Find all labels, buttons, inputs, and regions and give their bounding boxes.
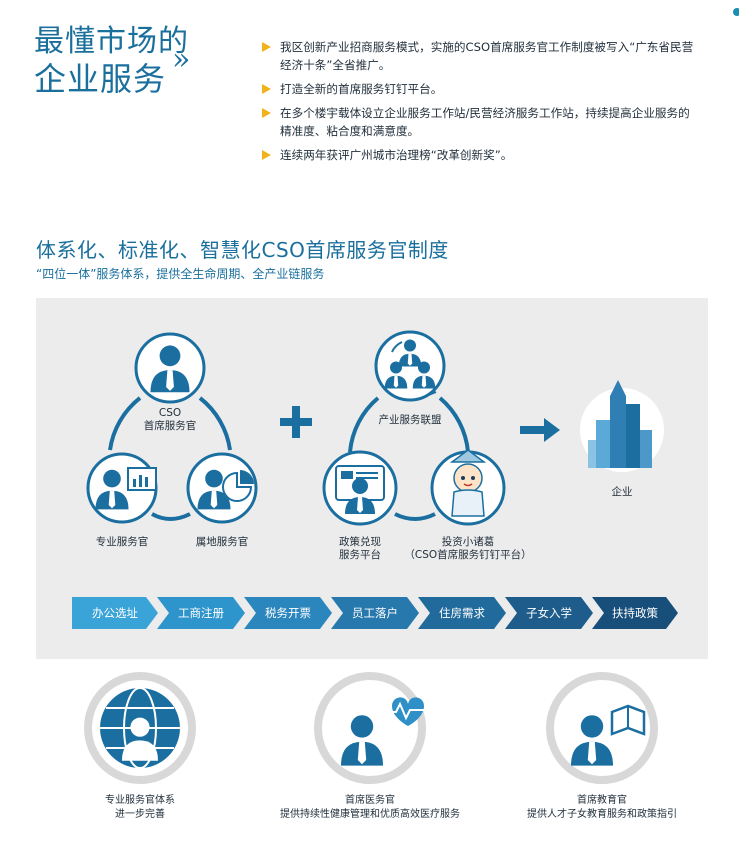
step-support-policy: 扶持政策 xyxy=(592,597,678,629)
mascot-zhuge-icon xyxy=(430,449,506,526)
triangle-bullet-icon xyxy=(262,108,271,118)
bullet-text: 打造全新的首席服务钉钉平台。 xyxy=(280,82,443,96)
enterprise-buildings-icon xyxy=(580,380,664,472)
enterprise-label: 企业 xyxy=(611,486,633,498)
bullet-item: 我区创新产业招商服务模式，实施的CSO首席服务官工作制度被写入“广东省民营经济十… xyxy=(262,38,694,74)
step-housing: 住房需求 xyxy=(418,597,506,629)
alliance-label: 产业服务联盟 xyxy=(378,414,442,426)
alliance-group-icon xyxy=(374,330,446,402)
caption-chief-education: 首席教育官 提供人才子女教育服务和政策指引 xyxy=(527,795,677,820)
section-title: 体系化、标准化、智慧化CSO首席服务官制度 xyxy=(36,238,449,262)
step-employee-settlement: 员工落户 xyxy=(331,597,419,629)
hero-title-line1: 最懂市场的 xyxy=(34,24,189,59)
connector-arc xyxy=(151,512,191,521)
chevron-icon: » xyxy=(172,42,191,77)
right-arrow-icon xyxy=(520,426,546,434)
step-office-location: 办公选址 xyxy=(72,597,158,629)
section-subtitle: “四位一体”服务体系，提供全生命周期、全产业链服务 xyxy=(36,267,325,281)
bullet-item: 连续两年获评广州城市治理榜“改革创新奖”。 xyxy=(262,146,694,164)
hero-title-line2: 企业服务 xyxy=(34,60,167,98)
local-officer-icon xyxy=(186,452,258,524)
bullet-text: 我区创新产业招商服务模式，实施的CSO首席服务官工作制度被写入“广东省民营经济十… xyxy=(280,40,694,72)
globe-person-icon xyxy=(84,672,196,784)
step-tax-invoice: 税务开票 xyxy=(244,597,332,629)
step-business-registration: 工商注册 xyxy=(157,597,245,629)
cso-person-icon xyxy=(134,332,206,404)
corner-dot xyxy=(733,8,739,16)
connector-arc xyxy=(198,396,232,451)
triangle-bullet-icon xyxy=(262,84,271,94)
triangle-bullet-icon xyxy=(262,150,271,160)
bullet-text: 在多个楼宇载体设立企业服务工作站/民营经济服务工作站，持续提高企业服务的精准度、… xyxy=(280,106,690,138)
bullet-text: 连续两年获评广州城市治理榜“改革创新奖”。 xyxy=(280,148,513,162)
connector-arc xyxy=(394,512,436,521)
caption-chief-medical: 首席医务官 提供持续性健康管理和优质高效医疗服务 xyxy=(280,795,460,820)
policy-platform-label: 政策兑现 服务平台 xyxy=(339,536,381,561)
connector-arc xyxy=(108,396,142,451)
triangle-bullet-icon xyxy=(262,42,271,52)
mascot-label: 投资小诸葛 （CSO首席服务钉钉平台） xyxy=(404,536,532,561)
heart-person-icon xyxy=(314,672,428,784)
connector-arc xyxy=(348,396,380,453)
bullet-item: 在多个楼宇载体设立企业服务工作站/民营经济服务工作站，持续提高企业服务的精准度、… xyxy=(262,104,694,140)
cso-label: CSO 首席服务官 xyxy=(143,407,197,432)
professional-officer-icon xyxy=(86,452,158,524)
hero-title: 最懂市场的 企业服务 » xyxy=(34,24,244,98)
hero-bullets: 我区创新产业招商服务模式，实施的CSO首席服务官工作制度被写入“广东省民营经济十… xyxy=(262,38,694,170)
step-school-enrollment: 子女入学 xyxy=(505,597,593,629)
policy-platform-icon xyxy=(322,450,398,526)
book-person-icon xyxy=(546,672,658,784)
local-officer-label: 属地服务官 xyxy=(195,536,249,548)
bullet-item: 打造全新的首席服务钉钉平台。 xyxy=(262,80,694,98)
caption-professional-system: 专业服务官体系 进一步完善 xyxy=(105,795,175,820)
professional-officer-label: 专业服务官 xyxy=(95,536,149,548)
connector-arc xyxy=(438,396,470,453)
